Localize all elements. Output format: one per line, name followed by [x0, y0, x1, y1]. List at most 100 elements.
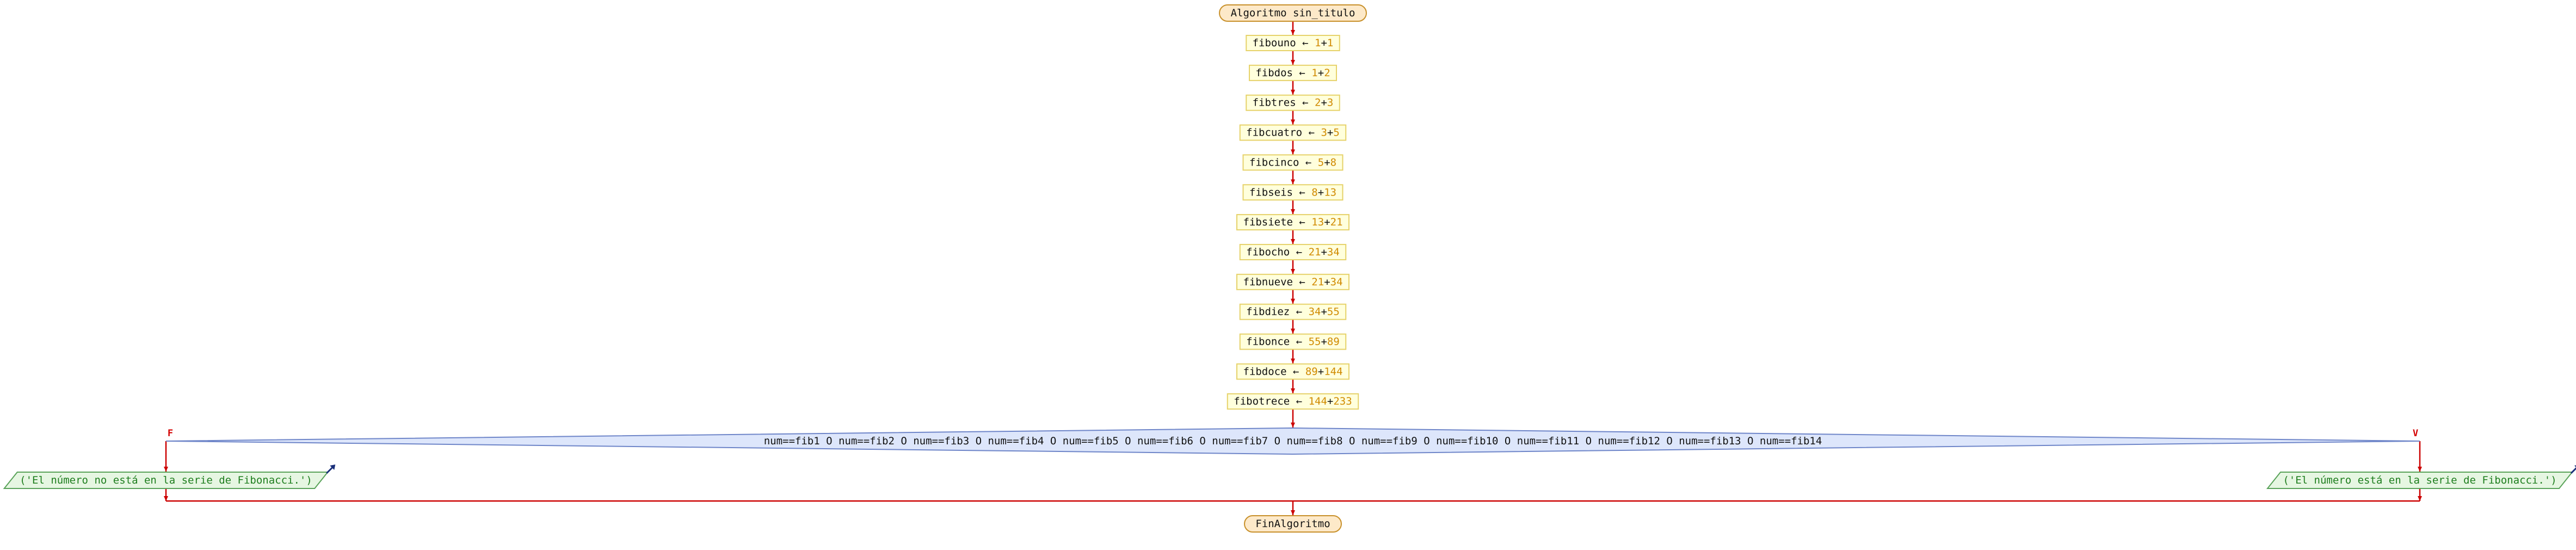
assignment-fibseis: fibseis ← 8+13: [1249, 186, 1336, 198]
process-box-fibseis: [1242, 184, 1344, 201]
output-arrow-icon: [2570, 465, 2576, 474]
process-box-fibcuatro: [1239, 124, 1347, 141]
assignment-operand-a: 1: [1311, 67, 1317, 79]
assignment-plus: +: [1324, 216, 1330, 228]
process-box-fibcinco: [1242, 154, 1344, 171]
assignment-operand-a: 8: [1311, 186, 1317, 198]
start-terminal: Algoritmo sin_titulo: [1231, 7, 1355, 19]
true-output-shape: [2266, 472, 2574, 489]
assignment-operand-b: 21: [1330, 216, 1343, 228]
assignment-plus: +: [1321, 37, 1327, 49]
assignment-arrow: ←: [1302, 127, 1321, 139]
assignment-operand-b: 13: [1324, 186, 1336, 198]
assignment-operand-a: 34: [1309, 306, 1321, 318]
assignment-operand-a: 2: [1315, 97, 1321, 109]
assignment-fibnueve: fibnueve ← 21+34: [1243, 276, 1342, 288]
false-output: ('El número no está en la serie de Fibon…: [20, 474, 312, 486]
true-branch-label: V: [2413, 428, 2418, 439]
assignment-arrow: ←: [1293, 216, 1311, 228]
decision-condition: num==fib1 O num==fib2 O num==fib3 O num=…: [764, 435, 1822, 447]
assignment-fibcinco: fibcinco ← 5+8: [1249, 156, 1336, 168]
false-branch-label: F: [168, 428, 173, 439]
assignment-fibtres: fibtres ← 2+3: [1253, 97, 1334, 109]
assignment-operand-b: 89: [1327, 336, 1340, 348]
process-box-fibdiez: [1239, 303, 1347, 320]
assignment-arrow: ←: [1290, 336, 1308, 348]
connectors: [164, 21, 2422, 515]
assignment-fibsiete: fibsiete ← 13+21: [1243, 216, 1342, 228]
assignment-operand-a: 89: [1305, 365, 1318, 377]
assignment-operand-a: 3: [1321, 127, 1327, 139]
process-box-fibocho: [1239, 243, 1347, 260]
assignment-var: fibseis: [1249, 186, 1293, 198]
assignment-plus: +: [1321, 306, 1327, 318]
assignment-operand-b: 233: [1333, 395, 1352, 407]
assignment-var: fibdos: [1255, 67, 1293, 79]
process-box-fibdoce: [1236, 363, 1349, 380]
assignment-var: fibcinco: [1249, 156, 1299, 168]
assignment-plus: +: [1324, 276, 1330, 288]
assignment-operand-b: 3: [1327, 97, 1333, 109]
assignment-operand-b: 55: [1327, 306, 1340, 318]
assignment-plus: +: [1318, 365, 1324, 377]
start-terminal-shape: [1219, 4, 1367, 22]
assignment-fibouno: fibouno ← 1+1: [1253, 37, 1334, 49]
assignment-plus: +: [1318, 186, 1324, 198]
assignment-arrow: ←: [1293, 276, 1311, 288]
assignment-plus: +: [1318, 67, 1324, 79]
process-box-fibouno: [1246, 35, 1340, 51]
assignment-var: fibtres: [1253, 97, 1296, 109]
assignment-var: fibnueve: [1243, 276, 1293, 288]
output-arrow-icon: [326, 465, 336, 474]
assignment-var: fibdiez: [1246, 306, 1290, 318]
assignment-fibdos: fibdos ← 1+2: [1255, 67, 1330, 79]
assignment-operand-b: 2: [1324, 67, 1330, 79]
assignment-fibocho: fibocho ← 21+34: [1246, 246, 1340, 258]
assignment-arrow: ←: [1290, 395, 1308, 407]
assignment-var: fibdoce: [1243, 365, 1286, 377]
assignment-operand-b: 144: [1324, 365, 1342, 377]
process-box-fibonce: [1239, 333, 1347, 350]
assignment-arrow: ←: [1293, 186, 1311, 198]
assignment-operand-a: 21: [1309, 246, 1321, 258]
assignment-plus: +: [1324, 156, 1330, 168]
assignment-var: fibcuatro: [1246, 127, 1302, 139]
assignment-fibcuatro: fibcuatro ← 3+5: [1246, 127, 1340, 139]
assignment-fibdoce: fibdoce ← 89+144: [1243, 365, 1342, 377]
assignment-operand-b: 1: [1327, 37, 1333, 49]
assignment-operand-b: 34: [1327, 246, 1340, 258]
assignment-plus: +: [1327, 395, 1333, 407]
end-terminal: FinAlgoritmo: [1255, 518, 1330, 530]
assignment-var: fibsiete: [1243, 216, 1293, 228]
assignment-arrow: ←: [1296, 97, 1315, 109]
assignment-var: fibocho: [1246, 246, 1290, 258]
assignment-operand-a: 1: [1315, 37, 1321, 49]
end-terminal-shape: [1244, 515, 1342, 533]
assignment-var: fibonce: [1246, 336, 1290, 348]
assignment-plus: +: [1327, 127, 1333, 139]
assignment-arrow: ←: [1296, 37, 1315, 49]
assignment-operand-a: 21: [1311, 276, 1324, 288]
decision-diamond: [165, 427, 2420, 455]
assignment-operand-b: 8: [1330, 156, 1336, 168]
process-box-fibtres: [1246, 94, 1340, 111]
assignment-var: fibotrece: [1234, 395, 1290, 407]
assignment-operand-a: 5: [1318, 156, 1324, 168]
assignment-var: fibouno: [1253, 37, 1296, 49]
true-output: ('El número está en la serie de Fibonacc…: [2283, 474, 2556, 486]
assignment-arrow: ←: [1293, 67, 1311, 79]
assignment-operand-a: 13: [1311, 216, 1324, 228]
assignment-arrow: ←: [1299, 156, 1317, 168]
assignment-fibotrece: fibotrece ← 144+233: [1234, 395, 1352, 407]
process-box-fibdos: [1249, 64, 1337, 81]
process-box-fibsiete: [1236, 214, 1349, 231]
process-box-fibnueve: [1236, 273, 1349, 290]
assignment-plus: +: [1321, 97, 1327, 109]
process-box-fibotrece: [1227, 393, 1359, 410]
assignment-operand-a: 55: [1309, 336, 1321, 348]
assignment-fibonce: fibonce ← 55+89: [1246, 336, 1340, 348]
assignment-operand-b: 34: [1330, 276, 1343, 288]
assignment-operand-b: 5: [1333, 127, 1339, 139]
